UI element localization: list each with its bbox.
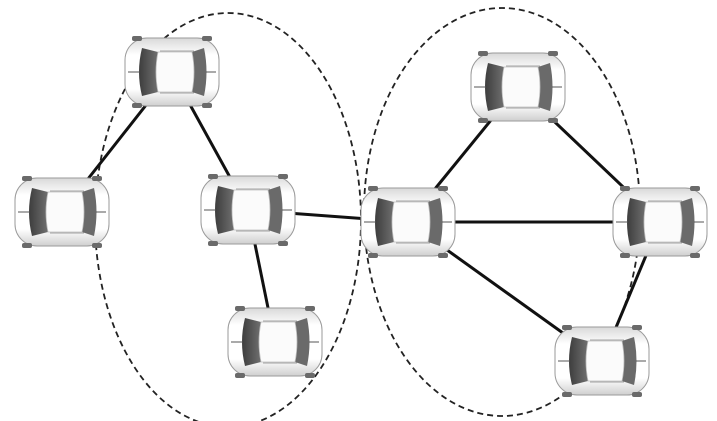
car-icon [612, 185, 708, 259]
car-icon [554, 324, 650, 398]
car-icon [227, 305, 323, 379]
vehicles [14, 35, 708, 398]
car-icon [200, 173, 296, 247]
car-icon [470, 50, 566, 124]
car-icon [124, 35, 220, 109]
car-icon [360, 185, 456, 259]
car-icon [14, 175, 110, 249]
